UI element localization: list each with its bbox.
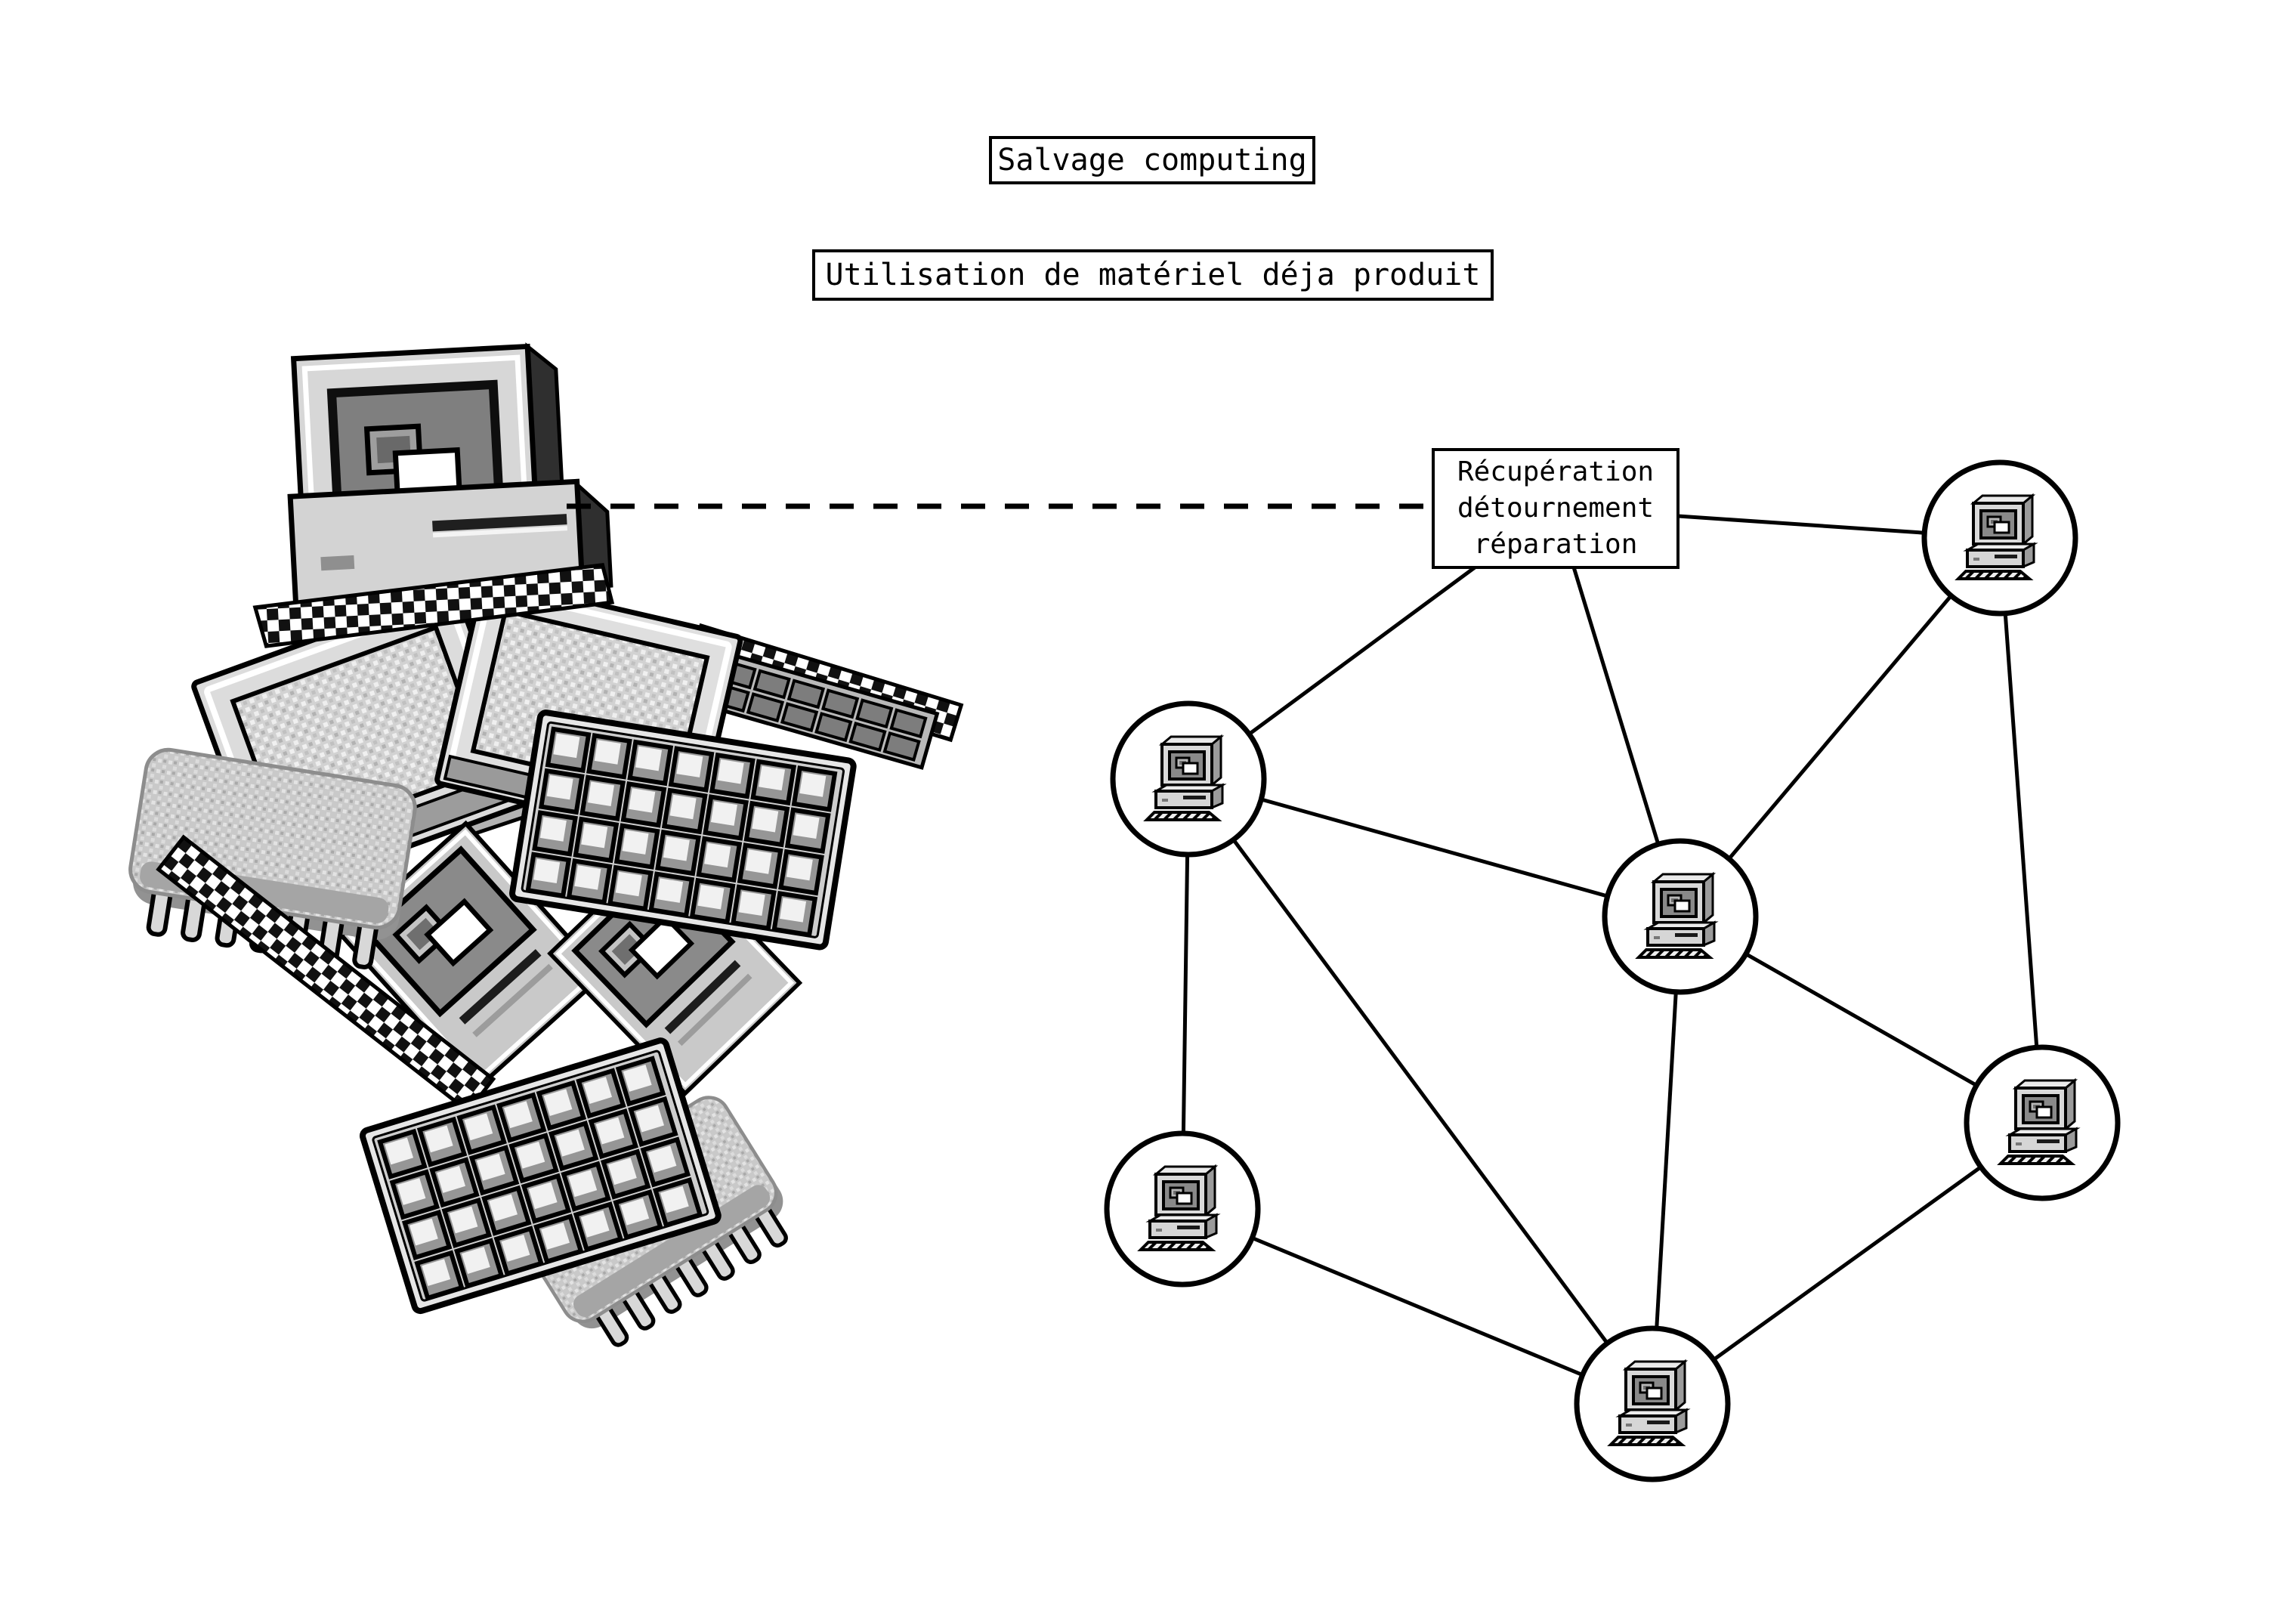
network-nodes: [1104, 459, 2121, 1482]
network-node-center: [1602, 838, 1759, 995]
annotation-line: détournement: [1457, 493, 1655, 524]
subtitle-box: Utilisation de matériel déja produit: [812, 249, 1494, 301]
network-edge: [1651, 1121, 2044, 1406]
network-node-right: [1964, 1044, 2121, 1201]
big-computer-icon: [252, 342, 615, 648]
page-subtitle: Utilisation de matériel déja produit: [825, 258, 1481, 292]
salvage-pile-illustration: [121, 342, 964, 1361]
network-node-left: [1110, 700, 1267, 858]
network-edge: [1188, 777, 1681, 919]
network-node-top-right: [1921, 459, 2078, 617]
network-edge: [1186, 777, 1655, 1405]
keyboard-icon: [511, 712, 854, 948]
network-node-bottom-left: [1104, 1130, 1261, 1288]
network-edge: [1182, 1207, 1653, 1406]
keyboard-edge-strip: [252, 562, 615, 648]
annotation-line: Récupération: [1457, 456, 1655, 487]
network-edges: [1180, 505, 2044, 1406]
network-edge: [1998, 537, 2044, 1124]
title-box: Salvage computing: [989, 136, 1315, 184]
network-node-bottom-center: [1574, 1325, 1731, 1482]
annotation-line: réparation: [1473, 529, 1638, 560]
network-edge: [1679, 536, 2001, 918]
network-edge: [1650, 916, 1683, 1405]
annotation-box: Récupération détournement réparation: [1432, 448, 1680, 569]
page-title: Salvage computing: [997, 143, 1307, 178]
